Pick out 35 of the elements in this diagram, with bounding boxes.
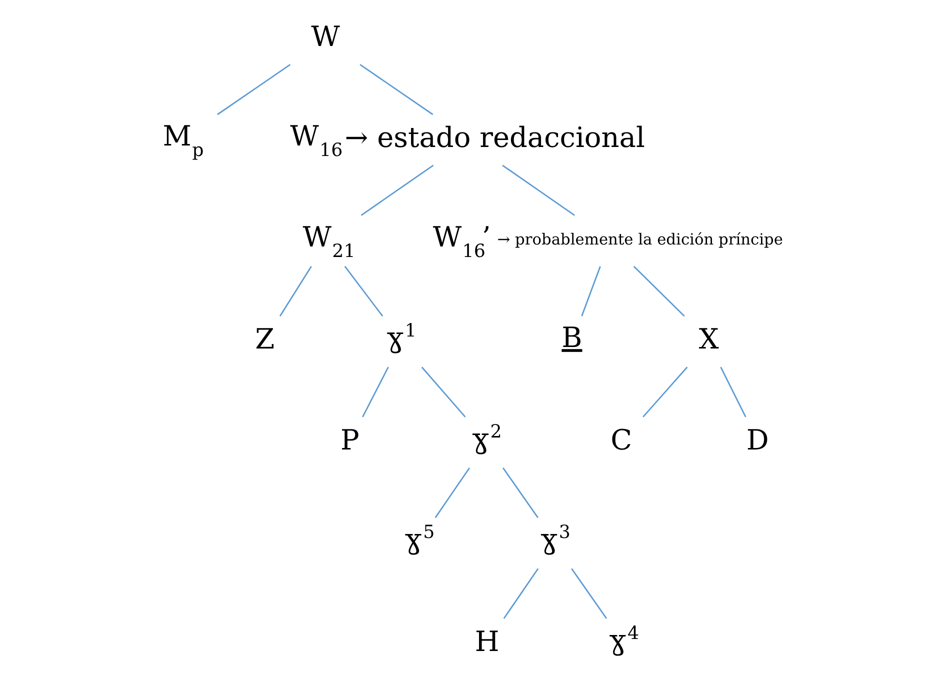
connector bbox=[570, 568, 607, 619]
connector bbox=[344, 266, 383, 317]
node-label: → probablemente la edición príncipe bbox=[496, 230, 783, 249]
connector bbox=[362, 366, 388, 418]
connector bbox=[632, 266, 684, 317]
connector bbox=[278, 266, 312, 317]
connector bbox=[502, 467, 538, 518]
node-text: W bbox=[310, 20, 340, 54]
node-text: ɣ$^{5}$ bbox=[404, 522, 434, 556]
node-text: ɣ$^{2}$ bbox=[472, 421, 502, 455]
node-text: ɣ$^{1}$ bbox=[386, 320, 416, 354]
node-text: W$_{21}$ bbox=[302, 220, 355, 262]
connector bbox=[360, 164, 434, 216]
node-text: X bbox=[698, 322, 718, 356]
node-text: Z bbox=[254, 322, 274, 356]
node-text: ɣ$^{3}$ bbox=[540, 522, 570, 556]
node-text: D bbox=[746, 423, 768, 456]
connector bbox=[642, 366, 688, 418]
connector bbox=[420, 366, 466, 418]
node-text: H bbox=[474, 624, 499, 658]
node-text: P bbox=[340, 423, 359, 456]
connector bbox=[502, 568, 538, 619]
connector bbox=[359, 64, 433, 116]
connector bbox=[216, 64, 290, 116]
node-text: ɣ$^{4}$ bbox=[608, 622, 639, 656]
node-text: C bbox=[610, 423, 632, 456]
node-text: M$_{p}$ bbox=[162, 120, 204, 162]
node-text: W$_{16}$ bbox=[290, 120, 342, 162]
node-text: W$_{16}$’ bbox=[432, 220, 490, 262]
connector bbox=[720, 366, 746, 418]
node-text: B bbox=[561, 321, 582, 354]
connector bbox=[502, 164, 574, 216]
node-label: → estado redaccional bbox=[344, 120, 644, 154]
connector bbox=[434, 467, 470, 518]
connector bbox=[580, 266, 600, 316]
